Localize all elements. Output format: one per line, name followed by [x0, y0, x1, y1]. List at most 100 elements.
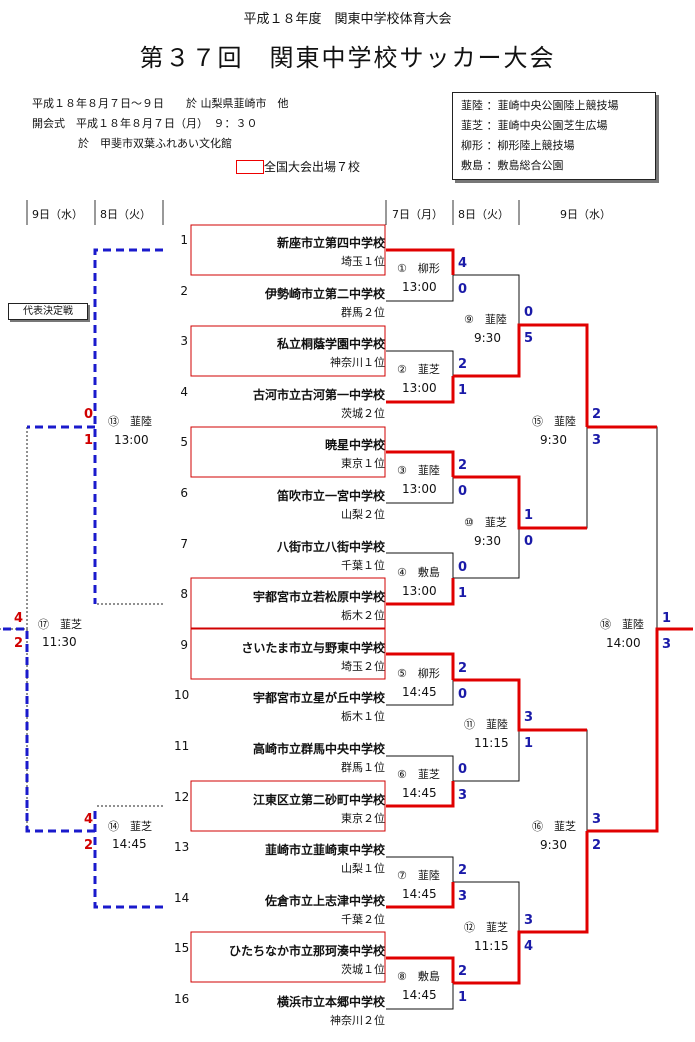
match-time: 9:30	[540, 433, 567, 447]
team-school: 宇都宮市立若松原中学校	[252, 590, 385, 605]
tournament-title: 第３７回 関東中学校サッカー大会	[139, 44, 556, 72]
match-score-bottom: 5	[524, 331, 534, 346]
match-score-top: 1	[524, 507, 534, 523]
rep-match-time: 11:30	[42, 635, 77, 649]
team-prefecture-rank: 群馬１位	[341, 761, 385, 774]
match-score-bottom: 1	[524, 736, 534, 751]
rep-score-top: 0	[84, 407, 94, 422]
match-label: ⑮ 韮陸	[532, 415, 576, 428]
team-prefecture-rank: 神奈川１位	[330, 356, 385, 370]
team-number: 6	[180, 486, 188, 500]
team-prefecture-rank: 神奈川２位	[330, 1014, 385, 1027]
team-school: 私立桐蔭学園中学校	[276, 337, 385, 352]
match-time: 13:00	[402, 280, 437, 294]
match-time: 13:00	[402, 583, 437, 598]
match-score-top: 0	[458, 762, 468, 777]
representative-match-label: 代表決定戦	[8, 303, 88, 320]
team-school: 暁星中学校	[324, 438, 385, 453]
day-header-wed: 9日（水）	[560, 208, 611, 221]
rep-match-time: 13:00	[114, 433, 149, 447]
team-school: 韮崎市立韮崎東中学校	[264, 843, 385, 858]
team-prefecture-rank: 山梨２位	[341, 508, 385, 521]
match-score-top: 2	[458, 660, 468, 676]
match-label: ⑤ 柳形	[397, 666, 440, 680]
rep-match-label: ⑭ 韮芝	[108, 820, 152, 833]
team-prefecture-rank: 茨城２位	[341, 406, 385, 420]
team-number: 8	[180, 587, 188, 602]
team-school: 古河市立古河第一中学校	[252, 387, 385, 402]
team-number: 12	[174, 789, 190, 804]
match-score-bottom: 3	[458, 788, 468, 803]
match-score-top: 4	[458, 256, 468, 271]
team-number: 16	[174, 992, 190, 1006]
rep-score-bottom: 1	[84, 433, 94, 448]
match-label: ② 韮芝	[397, 363, 440, 377]
team-number: 2	[180, 283, 188, 298]
match-score-top: 3	[524, 912, 534, 928]
team-number: 7	[180, 536, 188, 551]
team-prefecture-rank: 茨城１位	[341, 963, 385, 977]
match-score-bottom: 2	[592, 838, 602, 853]
match-label: ⑯ 韮芝	[532, 820, 576, 833]
team-number: 15	[174, 941, 190, 956]
rep-match-label: ⑰ 韮芝	[38, 618, 82, 631]
team-number: 11	[174, 739, 190, 753]
match-label: ③ 韮陸	[397, 464, 440, 478]
team-number: 3	[180, 334, 188, 349]
final-score-top: 1	[662, 611, 672, 626]
match-score-bottom: 0	[458, 686, 468, 702]
day-header-tue: 8日（火）	[458, 208, 509, 221]
match-time: 9:30	[474, 331, 501, 345]
rep-score-bottom: 2	[84, 838, 94, 853]
team-prefecture-rank: 栃木２位	[341, 609, 385, 623]
rep-score-top: 4	[84, 812, 94, 827]
team-school: 高崎市立群馬中央中学校	[252, 742, 385, 756]
match-label: ① 柳形	[397, 262, 440, 275]
team-school: 江東区立第二砂町中学校	[252, 792, 385, 807]
match-score-top: 2	[458, 357, 468, 373]
team-school: 新座市立第四中学校	[276, 236, 385, 250]
match-score-top: 2	[458, 964, 468, 980]
match-time: 13:00	[402, 482, 437, 497]
venue-legend: 韮陸 ：韮崎中央公園陸上競技場 韮芝 ：韮崎中央公園芝生広場 柳形 ：柳形陸上競…	[452, 92, 656, 180]
dates-venue-line: 平成１８年８月７日～９日 於 山梨県韮崎市 他	[32, 97, 289, 110]
team-school: 伊勢崎市立第二中学校	[264, 286, 385, 301]
match-time: 14:45	[402, 887, 437, 902]
team-number: 5	[180, 435, 188, 450]
team-prefecture-rank: 埼玉２位	[341, 659, 385, 673]
match-score-bottom: 0	[458, 484, 468, 500]
national-legend-text: 全国大会出場７校	[264, 160, 361, 174]
team-number: 13	[174, 840, 190, 855]
match-label: ⑪ 韮陸	[464, 718, 508, 731]
match-score-top: 2	[592, 407, 602, 422]
team-school: 横浜市立本郷中学校	[276, 995, 385, 1009]
team-prefecture-rank: 東京１位	[341, 457, 385, 471]
match-label: ⑩ 韮芝	[464, 515, 507, 529]
match-score-bottom: 1	[458, 585, 468, 601]
match-label: ⑫ 韮芝	[464, 920, 508, 934]
team-prefecture-rank: 山梨１位	[341, 862, 385, 876]
match-label: ⑥ 韮芝	[397, 768, 440, 781]
venue-row: 柳形 ：柳形陸上競技場	[461, 139, 575, 152]
team-prefecture-rank: 埼玉１位	[341, 255, 385, 268]
match-time: 11:15	[474, 938, 509, 953]
team-school: ひたちなか市立那珂湊中学校	[228, 944, 385, 959]
match-score-top: 2	[458, 863, 468, 879]
team-number: 1	[180, 233, 188, 247]
match-time: 14:45	[402, 786, 437, 800]
team-prefecture-rank: 千葉１位	[341, 558, 385, 572]
team-number: 4	[180, 384, 188, 399]
team-prefecture-rank: 栃木１位	[341, 710, 385, 724]
national-legend-swatch	[236, 160, 264, 174]
team-school: 八街市立八街中学校	[276, 539, 385, 554]
team-number: 9	[180, 637, 188, 652]
day-header-left-wed: 9日（水）	[32, 208, 83, 221]
rep-match-time: 14:45	[112, 837, 147, 851]
team-school: 笛吹市立一宮中学校	[276, 489, 385, 503]
match-time: 13:00	[402, 381, 437, 396]
rep-score-top: 4	[14, 611, 24, 626]
opening-ceremony-line: 開会式 平成１８年８月７日（月） ９：３０	[32, 117, 258, 130]
final-match-label: ⑱ 韮陸	[600, 618, 644, 631]
venue-row: 敷島 ：敷島総合公園	[461, 159, 564, 172]
opening-ceremony-venue: 於 甲斐市双葉ふれあい文化館	[78, 137, 232, 150]
